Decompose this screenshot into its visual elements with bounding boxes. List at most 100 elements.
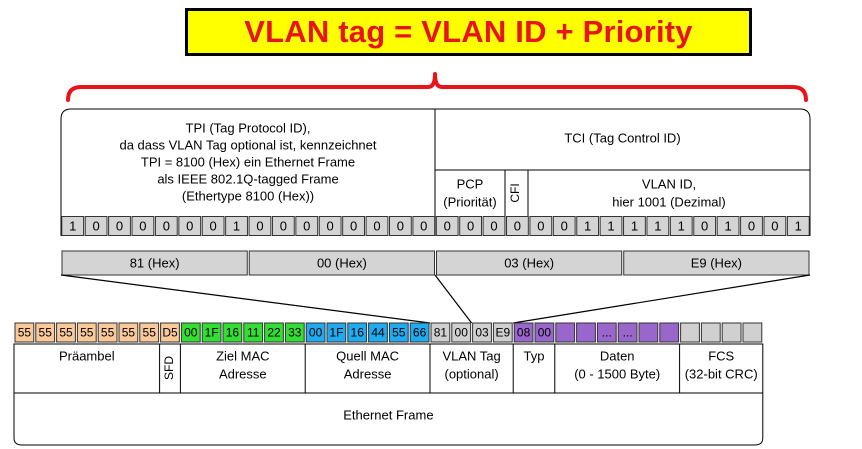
connector-lines [60,274,811,324]
bit-cell [763,216,787,236]
red-brace [66,72,808,102]
frame-byte-cell [264,322,284,343]
frame-byte-cell [56,322,76,343]
frame-byte-value: 03 [475,326,489,340]
frame-byte-cell [76,322,97,343]
field-label: FCS [708,348,734,363]
bit-value: 0 [397,218,404,233]
bit-value: 0 [537,218,544,233]
bit-cell [412,216,436,236]
frame-byte-value: 55 [101,326,115,340]
field-sub-label: (optional) [444,366,498,381]
bit-value: 1 [584,218,591,233]
tpi-text-line: als IEEE 802.1Q-tagged Frame [157,171,338,186]
bit-value: 1 [69,218,76,233]
field-label: Typ [524,348,545,363]
hex-byte-cell [436,250,623,276]
frame-byte-value: 33 [288,326,302,340]
bit-cell [786,216,810,236]
hex-byte-value: E9 (Hex) [691,255,742,270]
frame-byte-value: 00 [309,326,323,340]
frame-byte-value: 1F [329,326,343,340]
frame-byte-value: 08 [517,326,531,340]
frame-byte-cell [576,322,596,343]
bit-value: 1 [631,218,638,233]
bit-cell [693,216,717,236]
bit-value: 1 [233,218,240,233]
bit-value: 0 [139,218,146,233]
bit-cell [365,216,389,236]
bit-cell [669,216,693,236]
bit-cell [342,216,365,236]
frame-byte-cell [430,322,451,343]
frame-byte-value: 11 [247,326,260,340]
frame-byte-cell [472,322,492,343]
frame-border [13,343,764,446]
hex-byte-value: 00 (Hex) [317,255,367,270]
hex-byte-cell [61,250,248,276]
bit-value: 1 [607,218,614,233]
frame-byte-cell [347,322,368,343]
frame-byte-value: 66 [413,326,427,340]
field-label: VLAN Tag [442,348,500,363]
tpi-text-line: (Ethertype 8100 (Hex)) [182,188,314,203]
frame-byte-cell [534,322,555,343]
bit-cell [740,216,763,236]
frame-byte-cell [680,322,700,343]
bit-value: 0 [186,218,193,233]
frame-byte-cell [596,322,617,343]
frame-byte-cell [451,322,472,343]
bit-cell [178,216,202,236]
bit-value: 0 [350,218,357,233]
bit-cell [295,216,319,236]
pcp-sub-label: (Priorität) [443,194,496,209]
frame-byte-cell [659,322,680,343]
bit-value: 0 [303,218,310,233]
connector-line [434,274,473,324]
bit-cell [435,216,459,236]
frame-byte-cell [555,322,576,343]
hex-byte-cell [248,250,435,276]
field-label: Quell MAC [336,348,399,363]
frame-byte-value: E9 [495,326,510,340]
bit-cell [271,216,295,236]
frame-byte-value: ... [602,326,612,340]
bit-cell [131,216,155,236]
bit-value: 0 [467,218,474,233]
frame-byte-value: 55 [122,326,136,340]
frame-byte-value: 00 [455,326,469,340]
bit-value: 0 [210,218,217,233]
bit-cell [506,216,529,236]
frame-byte-cell [118,322,139,343]
bit-cell [108,216,131,236]
frame-byte-cell [243,322,264,343]
bit-value: 0 [280,218,287,233]
bit-value: 0 [373,218,380,233]
tag-detail-table: TPI (Tag Protocol ID),da dass VLAN Tag o… [60,108,811,276]
bit-cell [201,216,225,236]
frame-byte-cell [368,322,388,343]
frame-byte-cell [305,322,326,343]
bit-value: 1 [654,218,661,233]
bit-value: 0 [701,218,708,233]
bit-value: 0 [514,218,521,233]
frame-byte-value: D5 [162,326,178,340]
title-banner: VLAN tag = VLAN ID + Priority [185,8,752,56]
bit-value: 0 [748,218,755,233]
hex-byte-value: 81 (Hex) [130,255,180,270]
frame-byte-value: 55 [39,326,53,340]
bit-value: 0 [490,218,497,233]
frame-byte-cell [326,322,347,343]
field-label: Ziel MAC [216,348,269,363]
frame-byte-cell [201,322,222,343]
bit-cell [482,216,506,236]
bit-value: 0 [116,218,123,233]
frame-byte-cell [14,322,35,343]
bit-cell [248,216,272,236]
bit-value: 0 [163,218,170,233]
frame-byte-cell [617,322,638,343]
frame-byte-cell [388,322,409,343]
bit-cell [84,216,108,236]
bit-cell [599,216,623,236]
